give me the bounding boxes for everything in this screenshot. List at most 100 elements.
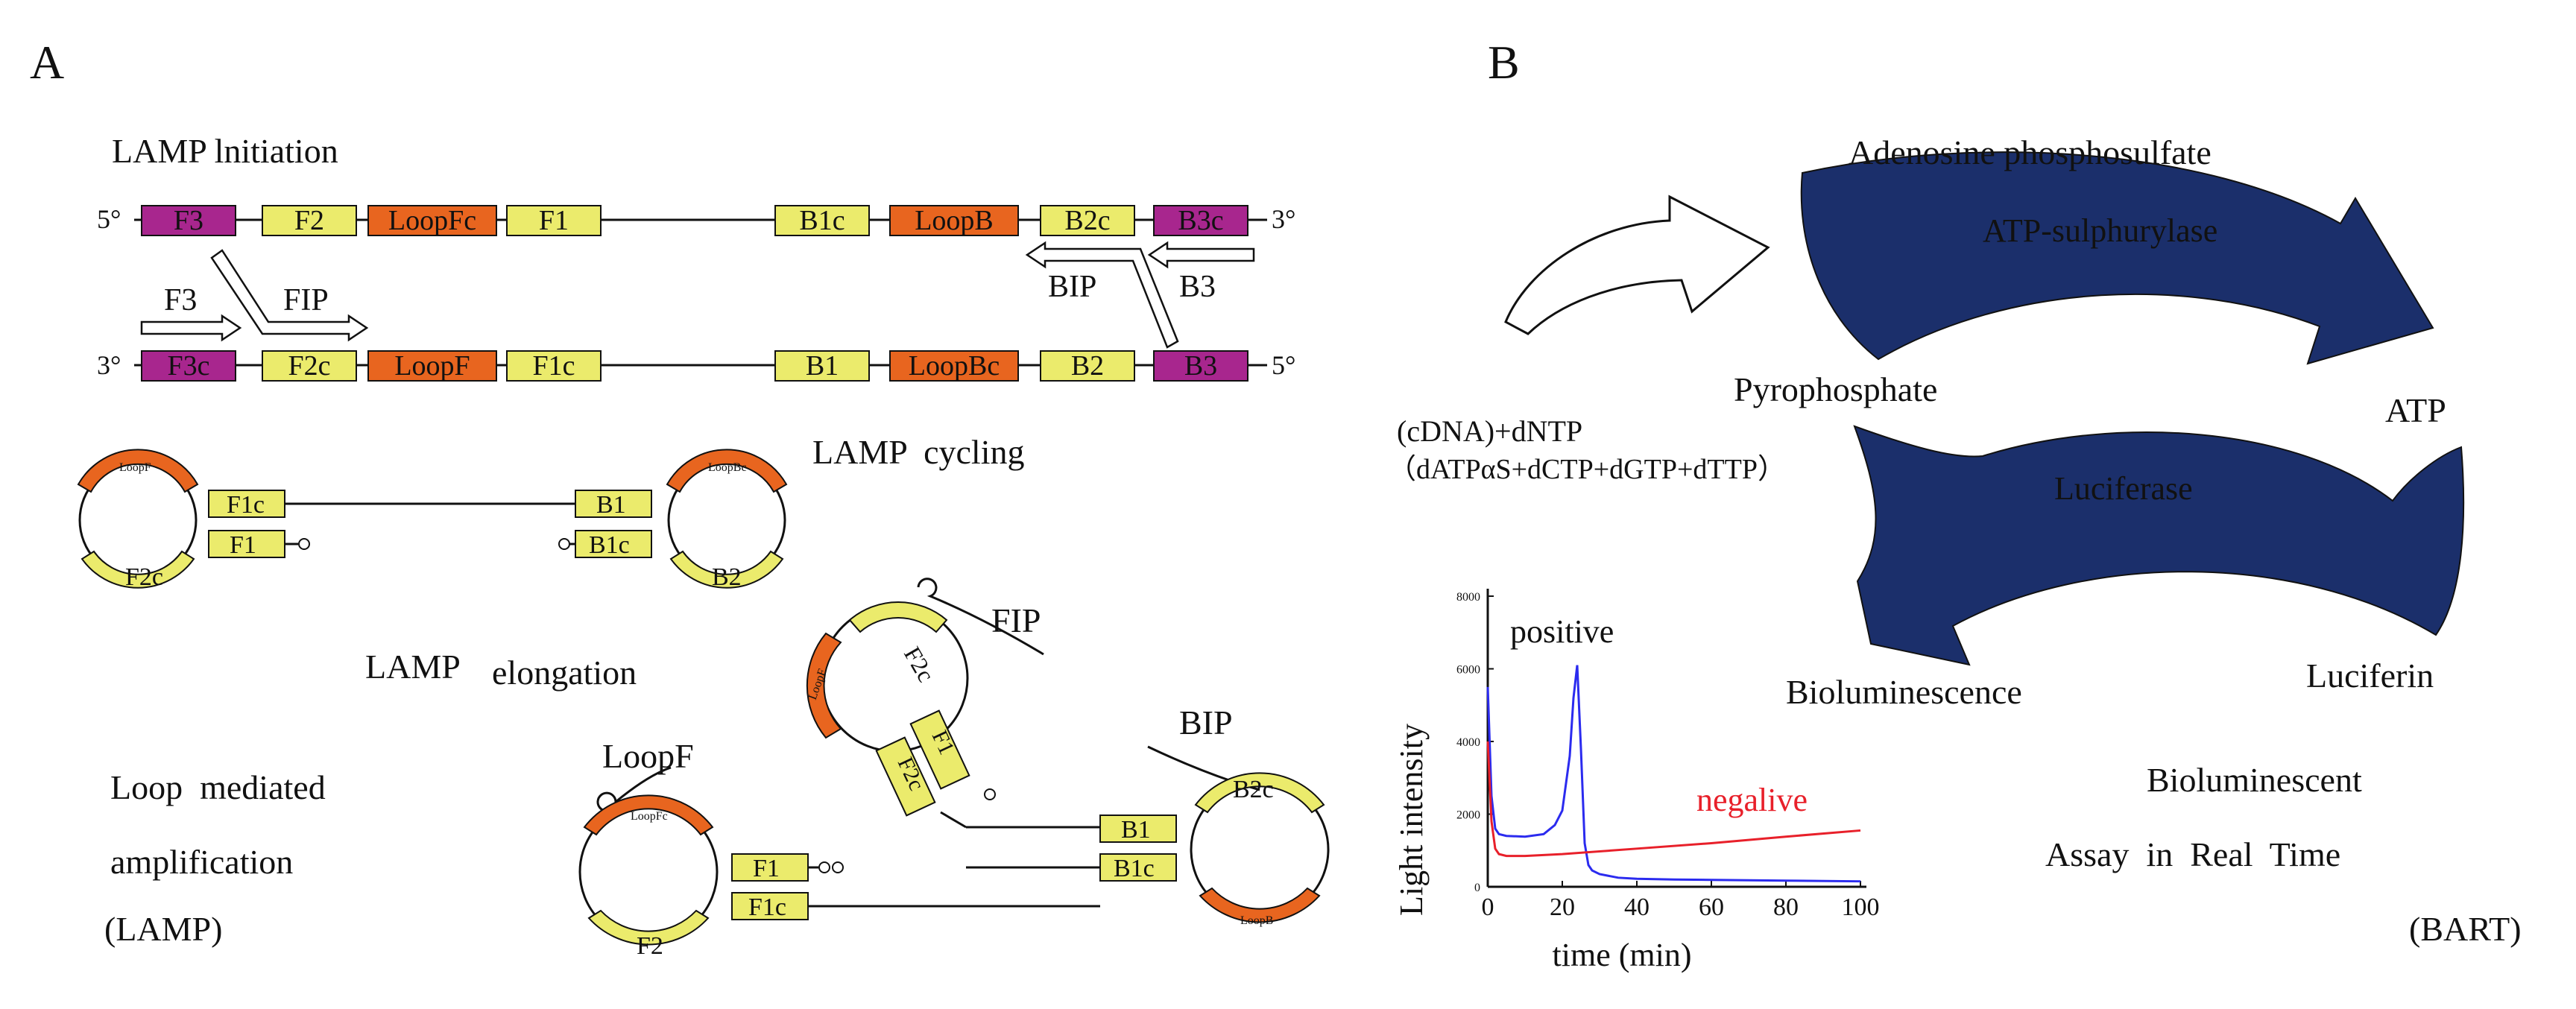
cdna-label: (cDNA)+dNTP xyxy=(1397,414,1582,448)
segment-loopfc-label: LoopFc xyxy=(388,205,476,236)
panel-a-label: A xyxy=(30,36,64,89)
cycling-right-b2-arc xyxy=(669,550,784,589)
y-tick-label: 0 xyxy=(1474,882,1480,894)
segment-b1c: B1c xyxy=(774,205,870,236)
elong-f1c-box xyxy=(731,892,809,920)
bottom-strand-3prime: 3° xyxy=(97,350,121,380)
luciferin-label: Luciferin xyxy=(2306,657,2434,695)
atp-sulphurylase-arc xyxy=(1800,151,2434,365)
chart-ylabel: Light intensity xyxy=(1393,724,1430,916)
cycling-left-f2c-label: F2c xyxy=(125,563,163,591)
lamp-cycling-title: LAMP cycling xyxy=(812,433,1025,471)
elong-right-b2c-arc xyxy=(1194,772,1325,814)
fip-f2c-box xyxy=(875,736,936,817)
cycling-left-loop-label: LoopF xyxy=(119,461,151,474)
elong-f1-box xyxy=(731,853,809,882)
segment-b3-label: B3 xyxy=(1184,350,1217,382)
segment-b1c-label: B1c xyxy=(799,205,845,236)
x-tick-label: 60 xyxy=(1699,893,1724,921)
cycling-f1-box xyxy=(208,530,285,558)
elong-f1c-label: F1c xyxy=(748,893,786,921)
segment-f2c: F2c xyxy=(262,350,357,382)
x-tick-label: 40 xyxy=(1624,893,1650,921)
pyrophosphate-label: Pyrophosphate xyxy=(1734,370,1937,408)
cycling-b1-box xyxy=(575,490,652,518)
chart-series xyxy=(1486,665,1861,883)
elong-f1-label: F1 xyxy=(753,855,780,882)
segment-f3: F3 xyxy=(141,205,236,236)
x-tick-label: 0 xyxy=(1482,893,1494,921)
segment-b1-label: B1 xyxy=(806,350,839,382)
cycling-structure: LoopF F2c F1c F1 B1 B1c LoopBc B2 xyxy=(77,449,788,591)
segment-f1c-label: F1c xyxy=(533,350,575,382)
segment-b3c: B3c xyxy=(1153,205,1248,236)
elong-left-f2-label: F2 xyxy=(637,932,663,960)
lamp-desc-line2: amplification xyxy=(110,843,293,881)
elongation-structure: LoopFc F2 F1 F1c B1 B1c B2c LoopB xyxy=(578,772,1330,960)
cycling-f1c-box xyxy=(208,490,285,518)
segment-b3: B3 xyxy=(1153,350,1248,382)
top-strand-segments: F3 F2 LoopFc F1 B1c LoopB B2c B3c xyxy=(141,205,1248,236)
cycling-f1-label: F1 xyxy=(230,531,256,559)
segment-loopf: LoopF xyxy=(367,350,497,382)
series-line-positive xyxy=(1486,665,1861,883)
series-positive-label: positive xyxy=(1510,613,1614,650)
top-strand-3prime: 3° xyxy=(1272,204,1295,234)
atp-label: ATP xyxy=(2385,391,2446,429)
segment-f3c-label: F3c xyxy=(168,350,210,382)
atp-sulphurylase-label: ATP-sulphurylase xyxy=(1983,212,2217,249)
elong-left-loopfc-label: LoopFc xyxy=(631,810,668,823)
segment-b2-label: B2 xyxy=(1071,350,1104,382)
fip-primer-arrow xyxy=(210,249,369,342)
bip-structure-label: BIP xyxy=(1179,703,1233,741)
segment-b2c: B2c xyxy=(1040,205,1135,236)
cycling-left-loop-arc xyxy=(77,449,199,493)
elong-b1-label: B1 xyxy=(1121,816,1151,844)
bottom-strand-5prime: 5° xyxy=(1272,350,1295,380)
bart-line2: Assay in Real Time xyxy=(2045,835,2340,873)
bip-primer-label: BIP xyxy=(1048,270,1096,304)
segment-f3-label: F3 xyxy=(174,205,203,236)
lamp-desc-line3: (LAMP) xyxy=(104,910,222,948)
cycling-right-b2-label: B2 xyxy=(712,563,742,591)
segment-loopb: LoopB xyxy=(889,205,1019,236)
cycling-f1c-label: F1c xyxy=(227,491,265,519)
segment-loopfc: LoopFc xyxy=(367,205,497,236)
bart-line3: (BART) xyxy=(2409,910,2522,948)
series-negalive-label: negalive xyxy=(1696,782,1808,818)
fip-loopf-arc xyxy=(806,632,842,739)
fip-branch-label: FIP xyxy=(991,601,1041,639)
y-tick-label: 8000 xyxy=(1456,591,1480,604)
luciferase-label: Luciferase xyxy=(2054,470,2193,507)
lamp-desc-line1: Loop mediated xyxy=(110,768,326,806)
lamp-elongation-title-2: elongation xyxy=(492,654,637,692)
segment-b1: B1 xyxy=(774,350,870,382)
elong-left-f2-arc xyxy=(587,909,710,946)
series-line-negalive xyxy=(1486,741,1861,858)
elong-right-loopb-label: LoopB xyxy=(1240,914,1273,927)
segment-loopb-label: LoopB xyxy=(915,205,994,236)
bart-line1: Bioluminescent xyxy=(2147,761,2362,799)
cycling-b1-label: B1 xyxy=(596,491,626,519)
segment-b3c-label: B3c xyxy=(1178,205,1223,236)
adenosine-label: Adenosine phosphosulfate xyxy=(1849,133,2212,171)
segment-f1: F1 xyxy=(506,205,602,236)
segment-b2: B2 xyxy=(1040,350,1135,382)
fip-f1-box xyxy=(909,709,970,790)
cycling-left-f2c-arc xyxy=(80,550,195,589)
fip-primer-label: FIP xyxy=(283,283,329,317)
f3-primer-arrow xyxy=(140,314,242,342)
y-tick-label: 2000 xyxy=(1456,809,1480,822)
cycling-right-loop-arc xyxy=(666,449,788,493)
f3-primer-label: F3 xyxy=(164,283,197,317)
segment-f2: F2 xyxy=(262,205,357,236)
segment-f3c: F3c xyxy=(141,350,236,382)
loopf-structure-label: LoopF xyxy=(602,737,694,775)
elong-left-loopfc-arc xyxy=(583,794,714,836)
segment-loopbc-label: LoopBc xyxy=(909,350,1000,382)
top-strand-5prime: 5° xyxy=(97,204,121,234)
lamp-initiation-title: LAMP lnitiation xyxy=(112,132,338,170)
input-hollow-arrow xyxy=(1504,194,1770,335)
